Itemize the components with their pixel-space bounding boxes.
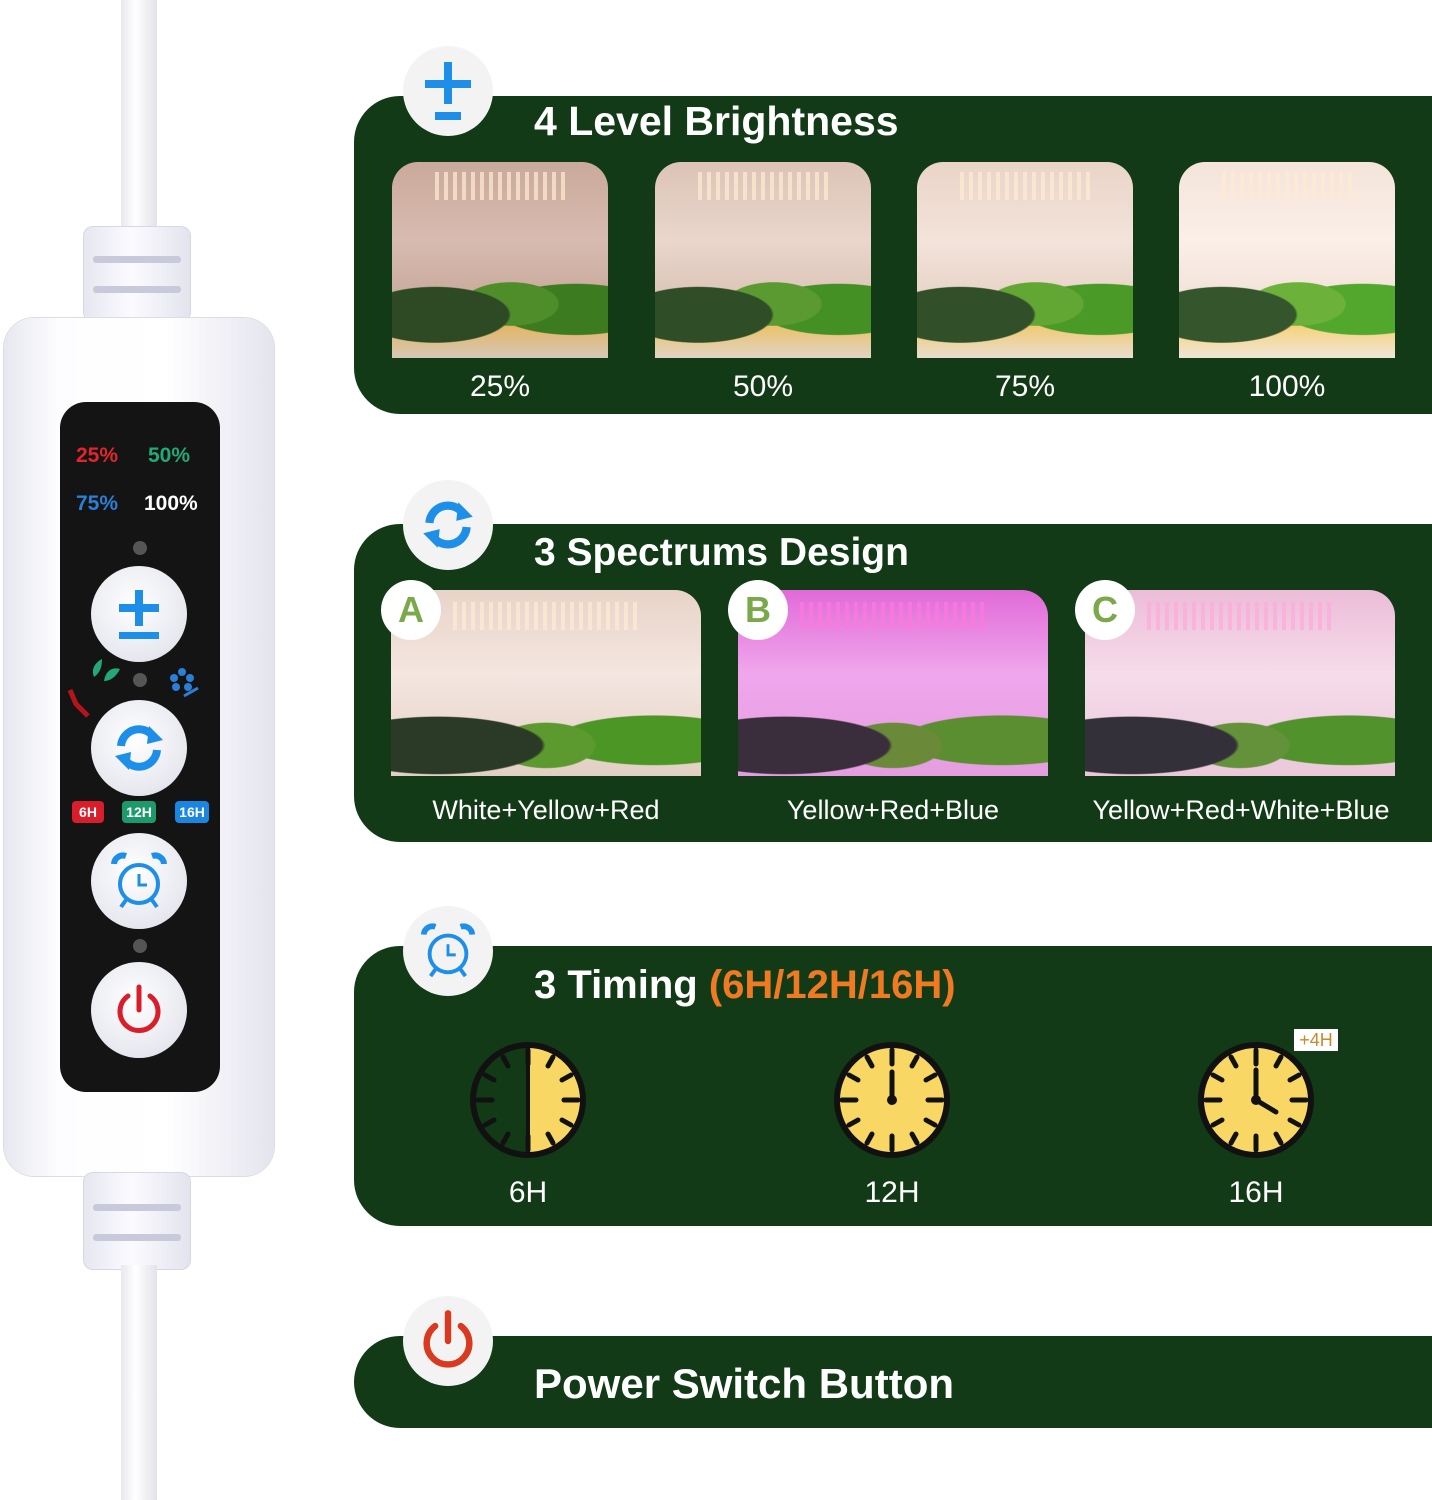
plus-minus-icon	[425, 62, 471, 120]
cable-top	[121, 0, 157, 235]
brightness-photo-100	[1179, 162, 1395, 358]
power-section	[354, 1336, 1432, 1428]
spectrum-mode-label: Yellow+Red+Blue	[786, 795, 1000, 825]
leaf-icon	[92, 659, 120, 681]
clock-6h-icon	[470, 1042, 586, 1158]
brightness-level-label: 75%	[994, 370, 1056, 403]
mode-letter-b: B	[728, 580, 788, 640]
timing-title-text: 3 Timing	[534, 963, 709, 1007]
refresh-icon	[115, 725, 163, 771]
timer-16h-badge: 16H	[175, 801, 209, 823]
timing-section-icon	[403, 906, 493, 996]
clock-16h-icon	[1198, 1042, 1314, 1158]
power-icon	[117, 984, 161, 1033]
brightness-level-label: 25%	[469, 370, 531, 403]
timer-6h-badge: 6H	[72, 801, 104, 823]
section-title: 3 Timing (6H/12H/16H)	[534, 963, 956, 1008]
indicator-100: 100%	[144, 492, 198, 515]
spectrum-mode-label: Yellow+Red+White+Blue	[1092, 795, 1390, 825]
indicator-led	[133, 939, 147, 953]
flower-icon	[170, 668, 199, 698]
spectrum-photo-b	[738, 590, 1048, 776]
spectrum-button[interactable]	[91, 700, 187, 796]
power-icon	[423, 1310, 473, 1368]
section-title: 4 Level Brightness	[534, 98, 899, 144]
timer-button[interactable]	[91, 833, 187, 929]
spectrum-mode-label: White+Yellow+Red	[432, 795, 660, 825]
section-title: 3 Spectrums Design	[534, 531, 909, 574]
mode-letter-a: A	[381, 580, 441, 640]
indicator-75: 75%	[76, 492, 119, 515]
brightness-level-label: 50%	[732, 370, 794, 403]
cable-bottom	[121, 1265, 157, 1500]
mode-letter-c: C	[1075, 580, 1135, 640]
indicator-led	[133, 673, 147, 687]
power-button[interactable]	[91, 962, 187, 1058]
cable-collar-bottom	[83, 1172, 191, 1270]
clock-label: 16H	[1228, 1176, 1284, 1209]
refresh-icon	[423, 501, 473, 549]
brightness-photo-75	[917, 162, 1133, 358]
cable-collar-top	[83, 226, 191, 322]
power-section-icon	[403, 1296, 493, 1386]
brightness-level-label: 100%	[1248, 370, 1326, 403]
indicator-50: 50%	[148, 444, 191, 467]
extra-hours-badge: +4H	[1294, 1029, 1338, 1051]
indicator-led	[133, 541, 147, 555]
red-light-icon	[67, 689, 90, 718]
section-title: Power Switch Button	[534, 1360, 954, 1407]
timing-title-highlight: (6H/12H/16H)	[708, 963, 956, 1007]
plus-minus-icon	[119, 590, 159, 639]
alarm-clock-icon	[420, 923, 476, 978]
clock-label: 12H	[864, 1176, 920, 1209]
spectrum-photo-a	[391, 590, 701, 776]
spectrum-section-icon	[403, 480, 493, 570]
clock-12h-icon	[834, 1042, 950, 1158]
brightness-button[interactable]	[91, 566, 187, 662]
clock-label: 6H	[508, 1176, 548, 1209]
brightness-section-icon	[403, 46, 493, 136]
brightness-photo-50	[655, 162, 871, 358]
timer-12h-badge: 12H	[122, 801, 156, 823]
alarm-clock-icon	[111, 852, 167, 909]
spectrum-photo-c	[1085, 590, 1395, 776]
brightness-photo-25	[392, 162, 608, 358]
indicator-25: 25%	[76, 444, 119, 467]
